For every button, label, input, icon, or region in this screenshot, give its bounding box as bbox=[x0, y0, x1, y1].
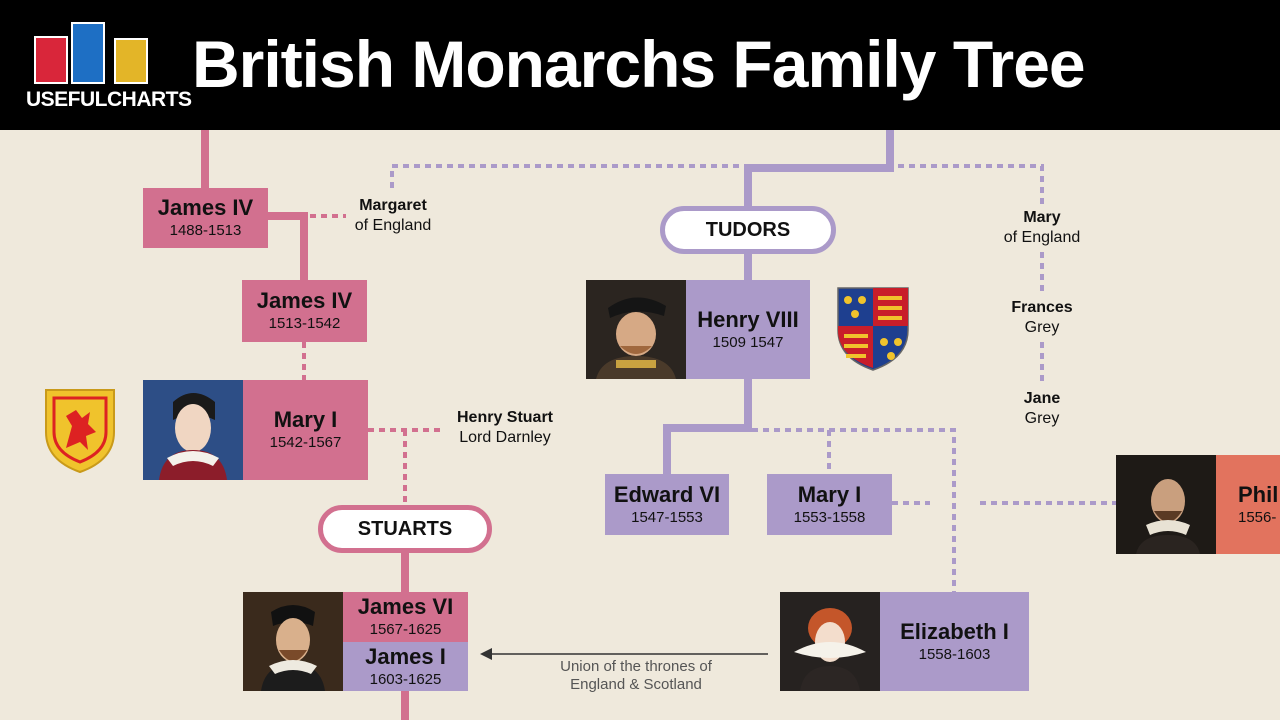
spouse-margaret[interactable]: Margaret of England bbox=[354, 197, 432, 234]
page-title: British Monarchs Family Tree bbox=[192, 27, 1086, 101]
monarch-name: Edward VI bbox=[613, 481, 721, 507]
monarch-name: James IV bbox=[157, 195, 254, 220]
monarch-james-i[interactable]: James I 1603-1625 bbox=[343, 642, 468, 691]
monarch-years: 1556- bbox=[1238, 508, 1277, 526]
house-stuarts-label[interactable]: STUARTS bbox=[318, 505, 492, 553]
monarch-james-iv[interactable]: James IV 1488-1513 bbox=[143, 188, 268, 248]
monarch-name: Phil bbox=[1238, 481, 1279, 507]
person-frances-grey[interactable]: Frances Grey bbox=[1011, 299, 1073, 336]
brand-name: USEFULCHARTS bbox=[26, 88, 192, 111]
monarch-years: 1513-1542 bbox=[268, 315, 341, 332]
monarch-henry-viii[interactable]: Henry VIII 1509 1547 bbox=[686, 280, 810, 379]
monarch-name: Mary I bbox=[273, 407, 338, 432]
scotland-coat-of-arms-icon bbox=[45, 389, 115, 474]
monarch-years: 1509 1547 bbox=[712, 333, 784, 351]
monarch-mary-i[interactable]: Mary I 1553-1558 bbox=[767, 474, 892, 535]
monarch-name: Mary I bbox=[797, 481, 862, 507]
spouse-darnley[interactable]: Henry Stuart Lord Darnley bbox=[456, 409, 554, 446]
monarch-name: Elizabeth I bbox=[900, 618, 1009, 644]
monarch-years: 1558-1603 bbox=[918, 645, 991, 663]
monarch-philip[interactable]: Phil 1556- bbox=[1216, 455, 1280, 554]
person-jane-grey[interactable]: Jane Grey bbox=[1023, 390, 1061, 427]
monarch-name: James IV bbox=[256, 288, 353, 313]
monarch-elizabeth-i[interactable]: Elizabeth I 1558-1603 bbox=[880, 592, 1029, 691]
monarch-years: 1547-1553 bbox=[631, 508, 703, 526]
portrait-elizabeth-i bbox=[780, 592, 880, 691]
portrait-henry-viii bbox=[586, 280, 686, 379]
spouse-mary-of-england[interactable]: Mary of England bbox=[1003, 209, 1081, 246]
union-of-crowns-note: Union of the thrones of England & Scotla… bbox=[560, 658, 712, 693]
monarch-years: 1542-1567 bbox=[269, 434, 342, 451]
monarch-james-v[interactable]: James IV 1513-1542 bbox=[242, 280, 367, 342]
monarch-name: James I bbox=[365, 643, 446, 669]
tudor-royal-arms-icon bbox=[837, 287, 909, 371]
monarch-mary-queen-of-scots[interactable]: Mary I 1542-1567 bbox=[243, 380, 368, 480]
monarch-years: 1603-1625 bbox=[369, 670, 442, 688]
monarch-edward-vi[interactable]: Edward VI 1547-1553 bbox=[605, 474, 729, 535]
portrait-james-vi bbox=[243, 592, 343, 691]
monarch-name: Henry VIII bbox=[697, 306, 799, 332]
monarch-years: 1488-1513 bbox=[169, 222, 242, 239]
monarch-years: 1553-1558 bbox=[793, 508, 866, 526]
monarch-years: 1567-1625 bbox=[369, 621, 442, 638]
portrait-mary-queen-of-scots bbox=[143, 380, 243, 480]
house-tudors-label[interactable]: TUDORS bbox=[660, 206, 836, 254]
monarch-james-vi[interactable]: James VI 1567-1625 bbox=[343, 592, 468, 642]
monarch-name: James VI bbox=[357, 594, 454, 619]
usefulcharts-logo-icon[interactable] bbox=[34, 22, 152, 84]
portrait-philip bbox=[1116, 455, 1216, 554]
header-bar: USEFULCHARTS British Monarchs Family Tre… bbox=[0, 0, 1280, 130]
